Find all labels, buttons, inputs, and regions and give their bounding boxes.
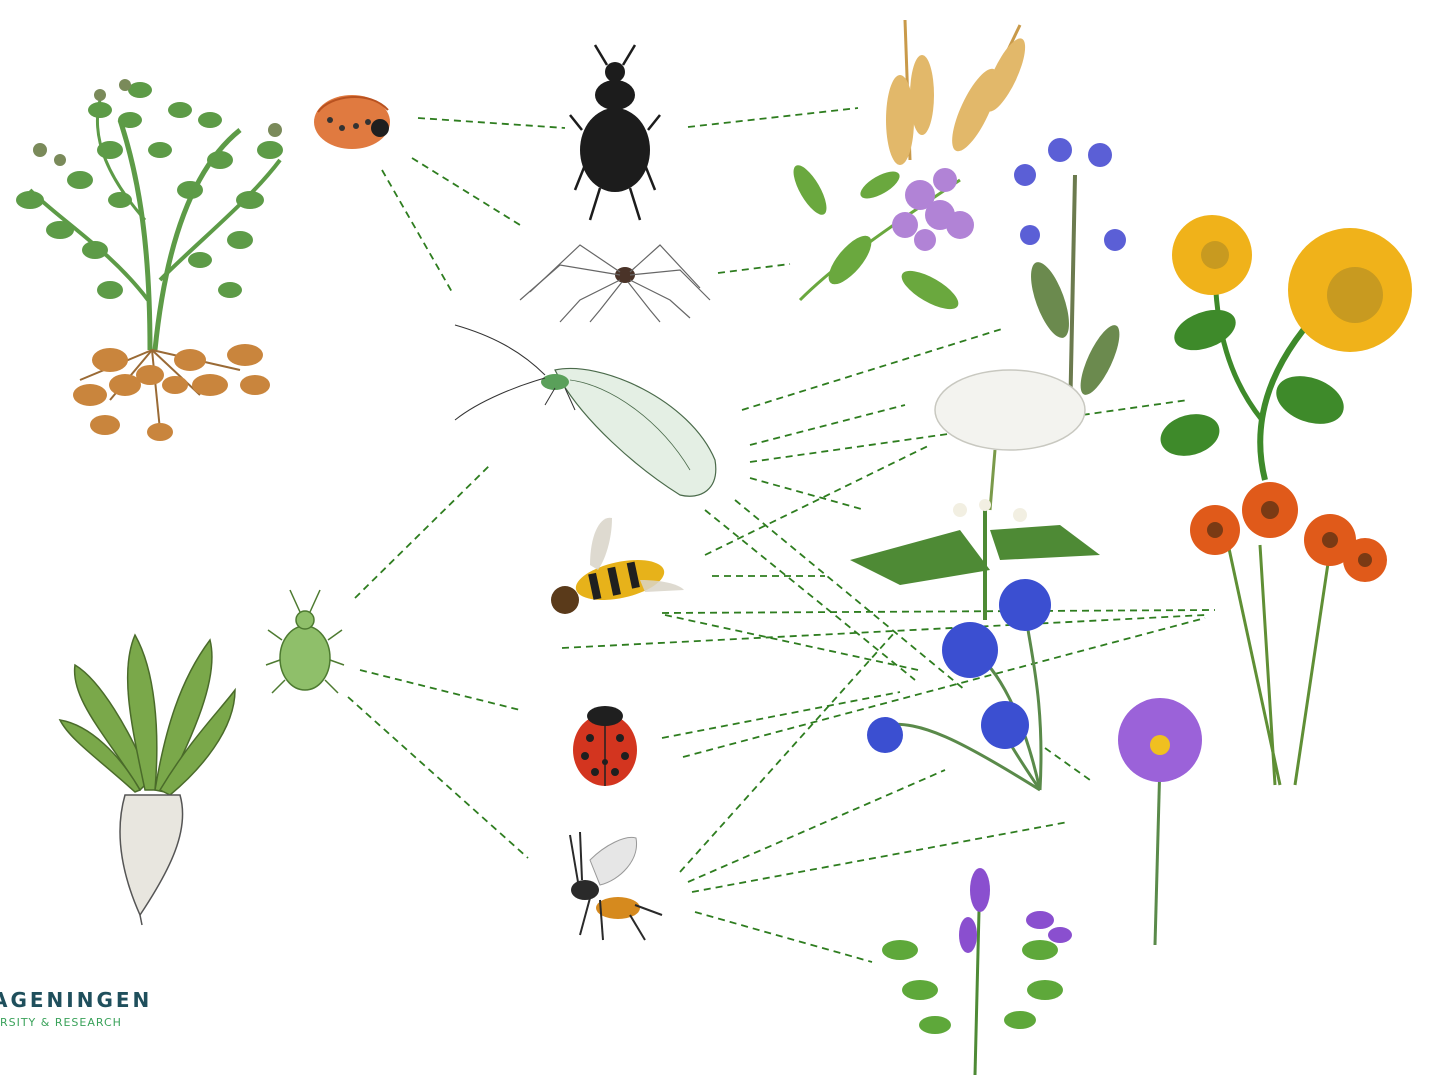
link-lacewing-cornflower-b [735, 500, 965, 690]
link-wasp-cosmos [692, 822, 1068, 892]
link-larva-harvestman [412, 158, 520, 225]
potato-plant [16, 79, 283, 441]
wheat [886, 20, 1033, 165]
yarrow [935, 370, 1085, 510]
link-aphid-wasp [348, 697, 528, 858]
ground-beetle [570, 45, 660, 220]
sugar-beet [60, 635, 235, 925]
link-hoverfly-cornflower [665, 615, 918, 670]
logo-line-1: AGENINGEN [0, 988, 192, 1012]
link-groundbeetle-wheat [688, 108, 858, 127]
link-larva-groundbeetle [418, 118, 565, 128]
vetch [882, 868, 1072, 1075]
lacewing [455, 325, 716, 496]
alfalfa [787, 161, 974, 317]
link-larva-lacewing [382, 170, 452, 292]
link-cornflower-cosmos [1045, 748, 1090, 780]
link-aphid-lacewing [355, 465, 490, 598]
wageningen-logo: AGENINGEN ERSITY & RESEARCH [0, 988, 192, 1029]
aphid [266, 590, 344, 693]
link-aphid-ladybird [360, 670, 520, 710]
link-lacewing-yarrow [750, 405, 905, 445]
interaction-links [348, 108, 1215, 962]
link-hoverfly-helenium [662, 610, 1215, 613]
link-hoverfly-yarrow [705, 445, 930, 555]
parasitic-wasp [570, 832, 662, 940]
link-wasp-vetch [695, 912, 872, 962]
link-hoverfly-helenium-b [562, 615, 1205, 648]
colorado-beetle-larva [314, 95, 390, 149]
link-harvestman-alfalfa [718, 264, 790, 273]
ladybird [573, 706, 637, 786]
buckwheat [850, 499, 1100, 620]
link-lacewing-cornflower-a [705, 510, 915, 680]
link-wasp-buckwheat [680, 632, 895, 872]
sunflower [1156, 215, 1412, 480]
helenium [1190, 482, 1387, 785]
harvestman [520, 245, 710, 322]
link-wasp-cornflower [688, 770, 945, 882]
hoverfly [551, 518, 684, 614]
cosmos [1118, 698, 1202, 945]
logo-line-2: ERSITY & RESEARCH [0, 1016, 192, 1029]
